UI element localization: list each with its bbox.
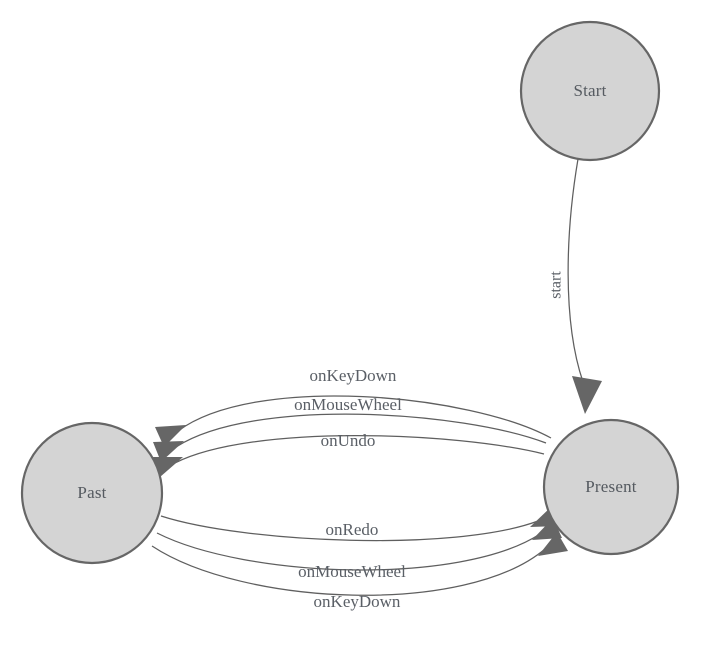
edge-present-past-onmousewheel-path (175, 413, 547, 448)
edge-present-past-onkeydown-label: onKeyDown (310, 366, 397, 385)
edge-past-present-onmousewheel-path (156, 532, 541, 571)
edge-start-path (567, 158, 584, 383)
edge-start-label: start (548, 271, 565, 299)
node-past-circle (20, 421, 164, 565)
edge-past-present-onredo-path (160, 515, 539, 542)
edge-present-past-onundo-arrowhead (153, 457, 183, 477)
edge-present-past-onmousewheel-arrowhead (153, 441, 184, 462)
edge-present-past-onundo-path (174, 435, 545, 464)
node-present[interactable]: Present (542, 418, 680, 556)
edge-past-present-onkeydown[interactable]: onKeyDown (151, 532, 568, 611)
edge-past-present-onmousewheel-label: onMouseWheel (298, 562, 406, 581)
node-start-circle (519, 20, 661, 162)
node-past[interactable]: Past (20, 421, 164, 565)
edge-start[interactable]: start (548, 158, 602, 414)
edge-past-present-onredo-label: onRedo (326, 520, 379, 539)
node-present-circle (542, 418, 680, 556)
edge-present-past-onmousewheel-label: onMouseWheel (294, 395, 402, 414)
node-start[interactable]: Start (519, 20, 661, 162)
edge-start-arrowhead (572, 376, 602, 414)
edge-past-present-onredo[interactable]: onRedo (160, 506, 560, 542)
edge-past-present-onkeydown-label: onKeyDown (314, 592, 401, 611)
edge-present-past-onundo-label: onUndo (321, 431, 376, 450)
edge-past-present-onkeydown-arrowhead (538, 532, 568, 556)
node-start-label: Start (573, 81, 606, 100)
node-present-label: Present (585, 477, 637, 496)
edge-present-past-onkeydown-path (177, 395, 552, 439)
edge-present-past-onmousewheel[interactable]: onMouseWheel (153, 395, 547, 462)
edge-present-past-onkeydown[interactable]: onKeyDown (155, 366, 552, 447)
edge-present-past-onundo[interactable]: onUndo (153, 431, 545, 477)
node-past-label: Past (77, 483, 106, 502)
edge-past-present-onkeydown-path (151, 545, 546, 596)
edge-present-past-onkeydown-arrowhead (155, 425, 186, 447)
